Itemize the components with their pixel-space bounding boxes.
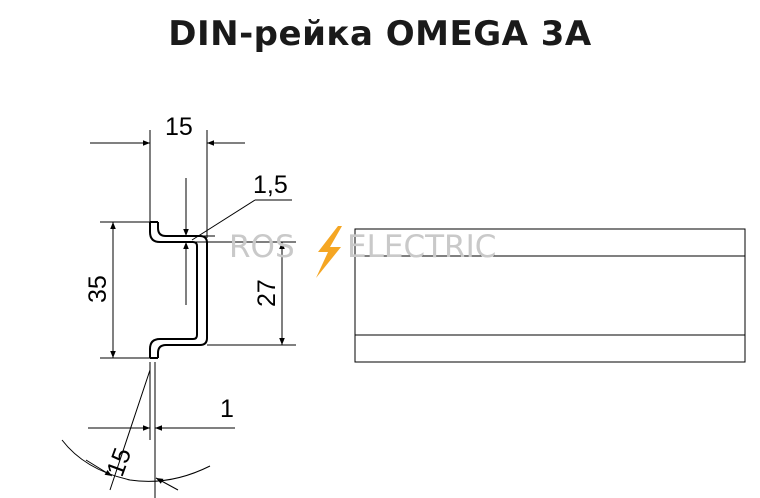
dim-bottom-angle-label: 15	[101, 444, 137, 480]
dim-flange-offset-label: 1	[220, 395, 234, 423]
watermark-ros: ROS	[229, 229, 295, 265]
dimension-total-height: 35	[84, 221, 150, 359]
dimension-top-width: 15	[90, 113, 245, 238]
dimension-bottom-angle: 15	[61, 369, 211, 491]
watermark: ROS ELECTRIC	[229, 226, 496, 278]
lightning-bolt-icon	[316, 226, 342, 278]
dimension-thickness: 1,5	[182, 171, 292, 305]
rail-side-view	[354, 228, 746, 363]
page-title: DIN-рейка OMEGA 3A	[168, 14, 592, 54]
dimension-flange-offset: 1	[88, 362, 235, 498]
rail-profile	[149, 221, 208, 359]
dim-total-height-label: 35	[84, 275, 112, 303]
dimension-inner-height: 27	[207, 241, 296, 346]
watermark-electric: ELECTRIC	[347, 229, 496, 265]
dim-top-width-label: 15	[165, 113, 193, 141]
dim-inner-height-label: 27	[253, 279, 281, 307]
dim-thickness-label: 1,5	[253, 171, 288, 199]
